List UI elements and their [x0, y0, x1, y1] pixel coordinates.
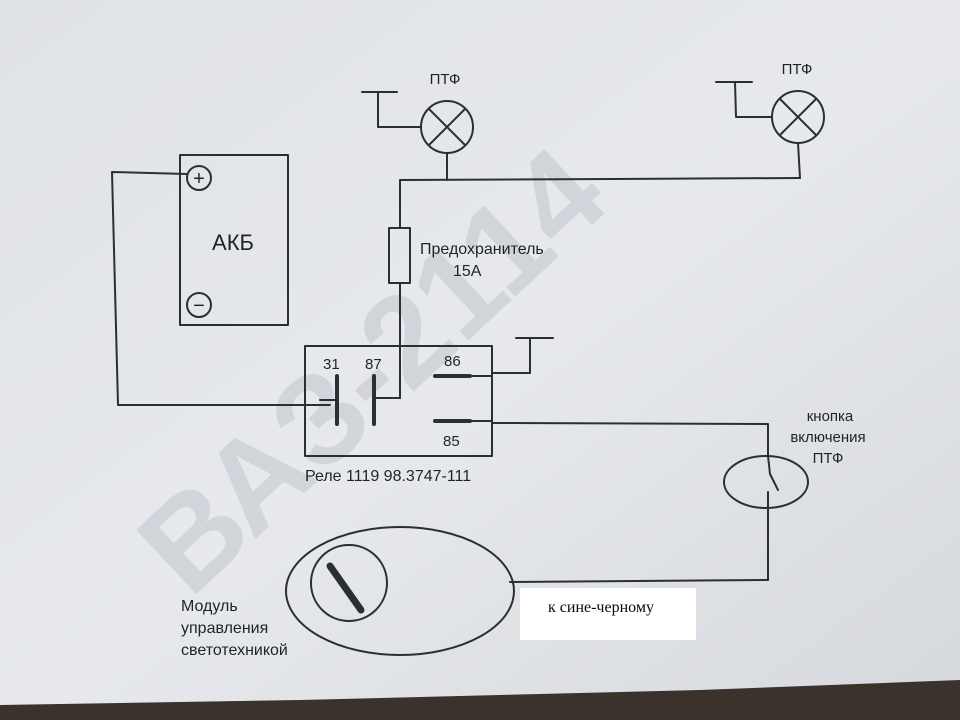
battery-minus-terminal — [186, 292, 212, 318]
wire-button-to-module — [509, 579, 769, 583]
lighting-module — [285, 526, 515, 656]
button-label-3: ПТФ — [813, 450, 844, 467]
module-label-3: светотехникой — [181, 642, 288, 659]
relay-pin-31: 31 — [323, 356, 340, 373]
paper-sheet — [0, 0, 960, 705]
note-box — [520, 588, 696, 640]
fuse-rating: 15А — [453, 263, 482, 280]
module-switch-knob — [326, 562, 365, 614]
wire-fuse-to-bus — [399, 177, 801, 229]
relay-pin-86: 86 — [444, 353, 461, 370]
fog-lamp-right-label: ПТФ — [782, 61, 813, 78]
relay-pin-85: 85 — [443, 433, 460, 450]
relay-caption: Реле 1119 98.3747-111 — [305, 468, 471, 485]
module-label-2: управления — [181, 620, 268, 637]
fog-lamp-left-label: ПТФ — [430, 71, 461, 88]
relay-body — [304, 345, 493, 457]
wire-85-to-button — [491, 422, 769, 457]
wire-battery-to-relay — [111, 171, 331, 406]
battery-label: АКБ — [212, 230, 254, 255]
wire-86-ground — [491, 337, 531, 374]
battery-minus-sign: − — [193, 295, 205, 317]
button-label-1: кнопка — [807, 408, 854, 425]
fuse-label: Предохранитель — [420, 241, 544, 258]
relay-pin-87: 87 — [365, 356, 382, 373]
module-label-1: Модуль — [181, 598, 238, 615]
module-switch — [310, 544, 388, 622]
wire-fog-left-ground — [377, 91, 422, 128]
wire-fog-right-ground — [734, 81, 773, 118]
battery-body — [179, 154, 289, 326]
battery-plus-terminal — [186, 165, 212, 191]
battery-plus-sign: + — [193, 168, 205, 190]
fog-button — [723, 455, 809, 509]
button-label-2: включения — [790, 429, 865, 446]
note-text: к сине-черному — [548, 599, 654, 616]
